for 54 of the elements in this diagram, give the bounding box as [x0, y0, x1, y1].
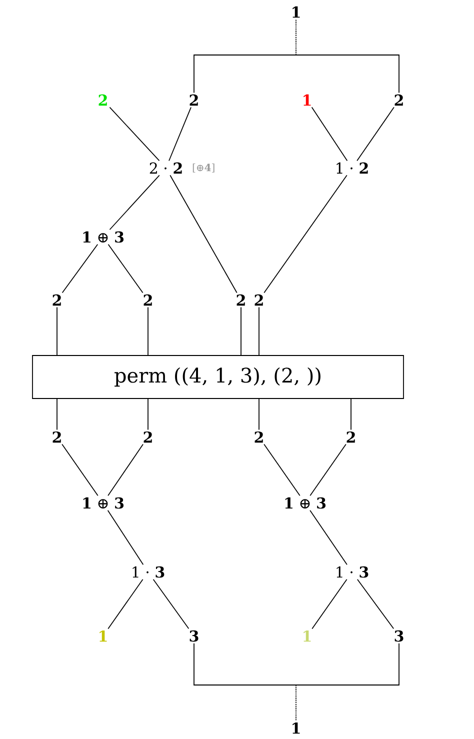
- wire: [356, 578, 394, 630]
- type-label: 1: [292, 6, 300, 18]
- type-label: 2: [144, 294, 152, 306]
- type-label: 1 ⊕ 3: [285, 497, 326, 509]
- type-label: 2: [52, 294, 61, 306]
- wire: [62, 444, 98, 496]
- wire: [312, 578, 348, 630]
- wire: [264, 444, 300, 496]
- type-label: 1: [100, 630, 107, 642]
- type-label: 1: [292, 722, 300, 734]
- wire: [107, 510, 144, 566]
- wire: [168, 106, 192, 162]
- type-label: 2: [346, 431, 355, 443]
- wire: [170, 174, 238, 294]
- wire: [108, 244, 144, 294]
- type-label: 3: [394, 630, 404, 642]
- type-label: 3: [190, 630, 198, 642]
- type-label: 2: [254, 294, 263, 306]
- wire: [56, 398, 58, 430]
- type-label: 1 · 3: [336, 566, 368, 578]
- wire: [356, 106, 394, 162]
- type-label: 1 ⊕ 3: [83, 497, 124, 509]
- wire: [264, 174, 348, 294]
- type-label: 2 · 2: [150, 162, 182, 174]
- wire: [310, 444, 346, 496]
- wire: [350, 398, 352, 430]
- wire: [109, 174, 160, 230]
- wire: [56, 306, 58, 356]
- type-label: 2: [98, 94, 107, 106]
- bracket-wire: [296, 18, 400, 94]
- type-label: 2: [236, 294, 245, 306]
- annotation-label: [⊕4]: [192, 164, 214, 172]
- type-label: 2: [394, 94, 403, 106]
- type-label: 2: [144, 431, 152, 443]
- wire: [62, 244, 98, 294]
- wire: [109, 106, 160, 162]
- wire: [310, 510, 348, 566]
- type-label: 1 ⊕ 3: [83, 231, 124, 243]
- type-label: 1 · 3: [132, 566, 164, 578]
- type-label: 1: [304, 94, 311, 106]
- wire: [258, 306, 260, 356]
- type-label: 1 · 2: [336, 162, 368, 174]
- wire: [108, 444, 144, 496]
- wire: [240, 306, 242, 356]
- wire: [311, 106, 348, 162]
- permutation-box: perm ((4, 1, 3), (2, )): [32, 355, 404, 399]
- type-label: 2: [52, 431, 61, 443]
- type-label: 1: [304, 630, 311, 642]
- wire: [258, 398, 260, 430]
- bracket-wire: [296, 642, 400, 722]
- type-label: 2: [254, 431, 263, 443]
- wire: [108, 578, 144, 630]
- wire: [152, 578, 190, 630]
- type-label: 2: [190, 94, 198, 106]
